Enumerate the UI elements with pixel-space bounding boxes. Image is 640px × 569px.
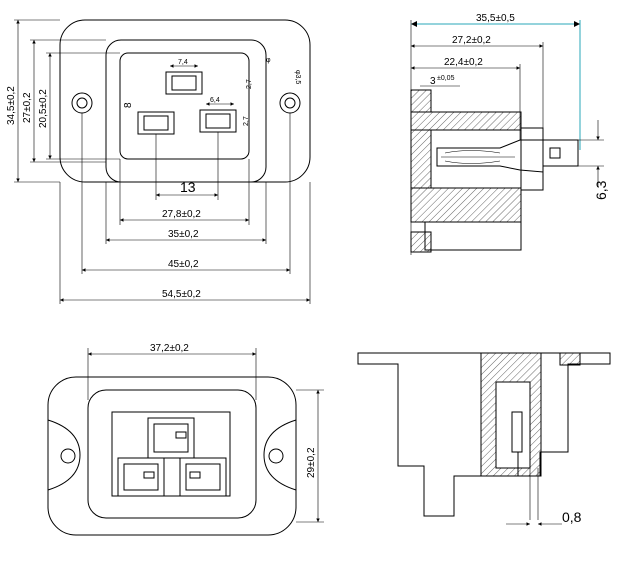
left-terminal-inner [143,115,169,131]
bottom-right-terminal [179,457,227,497]
dim-27-8: 27,8±0,2 [162,209,201,220]
dim-34-5: 34,5±0,2 [6,86,17,125]
right-mount-hole-inner [284,97,296,109]
bottom-left-terminal [117,457,165,497]
dim-0-8: 0,8 [562,509,582,525]
dim-35-5: 35,5±0,5 [476,13,515,24]
dim-13: 13 [180,179,196,195]
right-terminal-inner [205,113,231,129]
dim-45: 45±0,2 [168,259,199,270]
top-terminal [165,71,203,95]
dim-7-4: 7,4 [178,59,188,66]
dim-20-5: 20,5±0,2 [38,89,49,128]
bottom-cavity [111,411,231,497]
dim-3-tol: ±0,05 [437,75,455,82]
dim-6-4: 6,4 [210,97,220,104]
bottom-right-hole [268,448,284,464]
bottom-view: 37,2±0,2 29±0,2 [47,343,324,536]
dim-35: 35±0,2 [168,229,199,240]
right-mount-hole [279,92,301,114]
dim-22-4: 22,4±0,2 [444,57,483,68]
dim-29: 29±0,2 [306,447,317,478]
bottom-top-terminal [147,417,195,459]
dim-2-7-b: 2,7 [243,116,250,126]
dim-27-2: 27,2±0,2 [452,35,491,46]
right-terminal [199,109,237,133]
side-terminal-body [436,139,544,173]
dim-37-2: 37,2±0,2 [150,343,189,354]
left-mount-hole-inner [76,97,88,109]
top-view: 7,4 6,4 8 2,7 2,7 φ φ3,5 13 27,8±0,2 35±… [6,19,311,304]
left-terminal [137,111,175,135]
dim-54-5: 54,5±0,2 [162,289,201,300]
flange-outline [59,19,311,183]
bottom-flange [47,376,297,536]
dim-hole-3-5: φ3,5 [294,70,301,84]
section-terminal-cavity [495,381,531,469]
bottom-body [87,389,257,519]
side-right-block [520,127,544,191]
dim-8: 8 [123,102,134,108]
side-terminal-tab [542,139,579,167]
dim-hole-phi: φ [266,57,271,64]
side-view: 35,5±0,5 27,2±0,2 22,4±0,2 3 ±0,05 6,3 [410,13,609,255]
dim-6-3: 6,3 [593,180,609,200]
section-outline [357,352,611,517]
bottom-left-hole [60,448,76,464]
side-bottom [424,221,522,251]
dim-27: 27±0,2 [22,92,33,123]
left-mount-hole [71,92,93,114]
section-view: 0,8 [357,352,611,526]
dim-2-7-a: 2,7 [246,79,253,89]
body-outline [105,39,267,183]
top-terminal-inner [171,75,197,91]
cavity-outline [119,52,250,160]
dim-3: 3 [430,76,436,87]
